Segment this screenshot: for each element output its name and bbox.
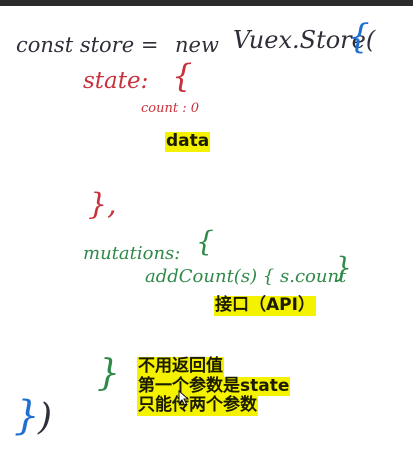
note-line-3: 只能传两个参数 (137, 395, 258, 416)
mutations-key-text: mutations: (83, 243, 181, 264)
note-line-1: 不用返回值 (137, 356, 224, 377)
store-close-brace: } (14, 393, 40, 439)
new-keyword-text: new (175, 33, 219, 57)
mutation-notes-caption: 不用返回值 第一个参数是state 只能传两个参数 (137, 356, 291, 416)
top-edge-bar (0, 0, 413, 6)
mutations-close-brace: } (97, 353, 120, 394)
api-caption: 接口（API） (214, 295, 316, 316)
data-caption: data (165, 131, 211, 152)
count-value-text: count : 0 (141, 101, 199, 116)
state-key-text: state: (83, 68, 149, 94)
vuex-store-text: Vuex.Store( (233, 26, 376, 54)
const-store-text: const store = (16, 33, 159, 57)
data-caption-text: data (165, 131, 211, 152)
note-line-2: 第一个参数是state (137, 375, 291, 397)
state-open-brace: { (172, 57, 193, 95)
store-open-brace: { (348, 17, 370, 57)
add-count-close-brace: } (334, 251, 352, 284)
api-caption-text: 接口（API） (214, 295, 316, 316)
store-close-paren: ) (38, 397, 53, 438)
mouse-cursor-icon (178, 390, 190, 406)
mutations-open-brace: { (196, 225, 214, 258)
state-close-brace: }, (88, 187, 117, 222)
add-count-text: addCount(s) { s.count (145, 266, 347, 287)
